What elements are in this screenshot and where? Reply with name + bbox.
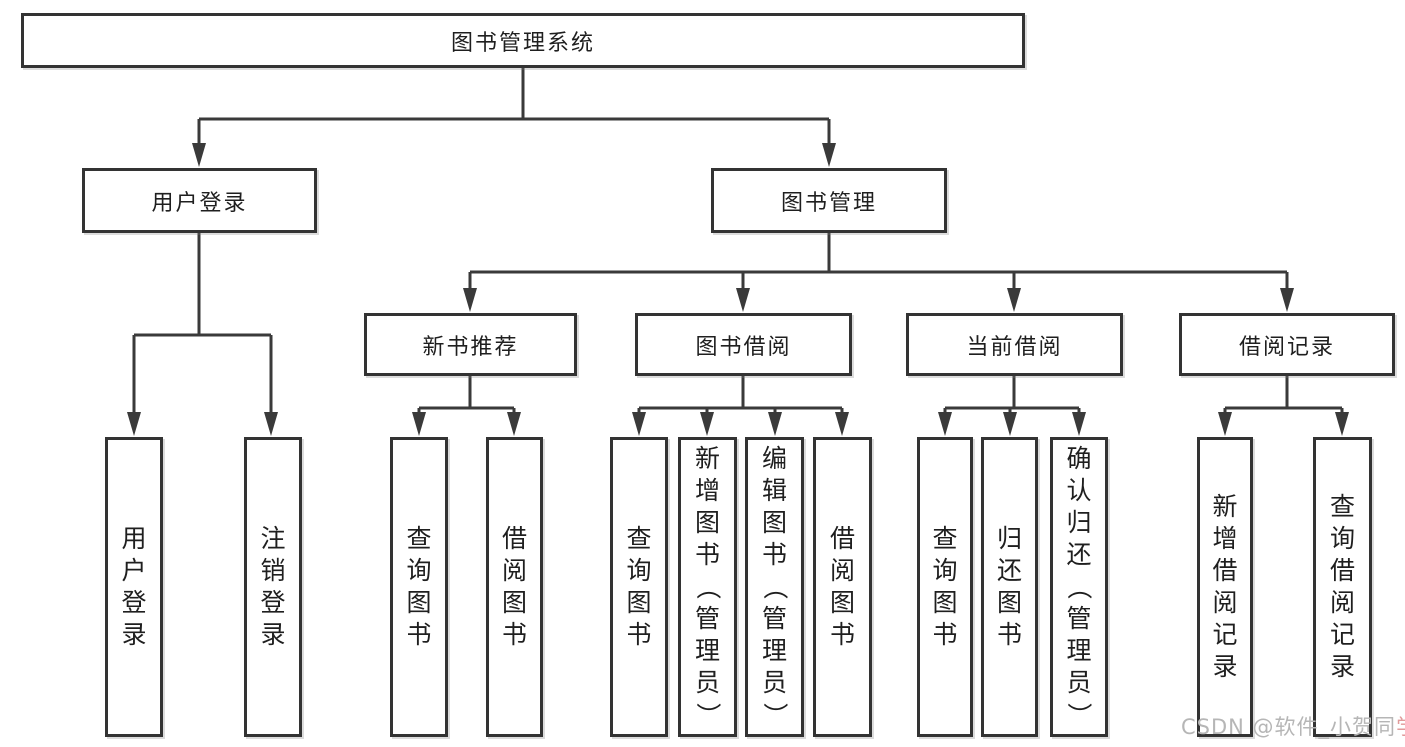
connector-current-group xyxy=(943,376,1081,414)
leaf-borrow-borrow: 借阅图书 xyxy=(813,437,872,737)
leaf-newbook-borrow-label: 借阅图书 xyxy=(501,524,527,649)
leaf-logout-label: 注销登录 xyxy=(260,524,286,649)
watermark-text: CSDN @软件_小贺同 xyxy=(1181,715,1397,739)
node-root: 图书管理系统 xyxy=(21,13,1025,68)
node-borrow-records: 借阅记录 xyxy=(1179,313,1395,376)
leaf-current-return: 归还图书 xyxy=(981,437,1038,737)
leaf-newbook-borrow: 借阅图书 xyxy=(486,437,543,737)
connector-login-group xyxy=(132,233,273,414)
leaf-borrow-borrow-label: 借阅图书 xyxy=(829,524,855,649)
node-root-label: 图书管理系统 xyxy=(450,30,595,56)
leaf-current-confirm-label: 确认归还（管理员） xyxy=(1064,444,1094,728)
leaf-record-add: 新增借阅记录 xyxy=(1197,437,1253,737)
leaf-record-query-label: 查询借阅记录 xyxy=(1329,492,1355,681)
node-book-borrow-label: 图书借阅 xyxy=(695,334,792,360)
leaf-borrow-query: 查询图书 xyxy=(610,437,668,737)
node-book-borrow: 图书借阅 xyxy=(635,313,852,376)
arrowheads xyxy=(127,143,1349,436)
leaf-current-confirm: 确认归还（管理员） xyxy=(1050,437,1108,737)
node-current-borrow: 当前借阅 xyxy=(906,313,1123,376)
leaf-borrow-add: 新增图书（管理员） xyxy=(678,437,737,737)
leaf-current-return-label: 归还图书 xyxy=(996,524,1022,649)
leaf-borrow-edit-label: 编辑图书（管理员） xyxy=(760,444,790,728)
node-book-manage-label: 图书管理 xyxy=(780,190,877,216)
leaf-record-query: 查询借阅记录 xyxy=(1313,437,1372,737)
node-current-borrow-label: 当前借阅 xyxy=(966,334,1063,360)
leaf-record-add-label: 新增借阅记录 xyxy=(1212,492,1238,681)
leaf-user-login: 用户登录 xyxy=(105,437,163,737)
leaf-current-query-label: 查询图书 xyxy=(932,524,958,649)
node-new-book-recommend: 新书推荐 xyxy=(364,313,577,376)
leaf-borrow-query-label: 查询图书 xyxy=(626,524,652,649)
leaf-logout: 注销登录 xyxy=(244,437,302,737)
connector-manage-group xyxy=(468,233,1289,290)
leaf-newbook-query-label: 查询图书 xyxy=(406,524,432,649)
watermark-accent: 学 xyxy=(1396,715,1405,739)
connector-borrow-group xyxy=(637,376,844,414)
leaf-user-login-label: 用户登录 xyxy=(121,524,147,649)
connector-root xyxy=(197,68,831,145)
node-user-login: 用户登录 xyxy=(82,168,317,233)
node-user-login-label: 用户登录 xyxy=(151,190,248,216)
watermark: CSDN @软件_小贺同学 xyxy=(1181,711,1405,741)
connector-newbook-group xyxy=(417,376,516,414)
leaf-current-query: 查询图书 xyxy=(917,437,973,737)
leaf-newbook-query: 查询图书 xyxy=(390,437,448,737)
leaf-borrow-add-label: 新增图书（管理员） xyxy=(693,444,723,728)
connector-records-group xyxy=(1223,376,1344,414)
node-book-manage: 图书管理 xyxy=(711,168,947,233)
node-borrow-records-label: 借阅记录 xyxy=(1238,334,1335,360)
leaf-borrow-edit: 编辑图书（管理员） xyxy=(745,437,804,737)
node-new-book-recommend-label: 新书推荐 xyxy=(422,334,519,360)
